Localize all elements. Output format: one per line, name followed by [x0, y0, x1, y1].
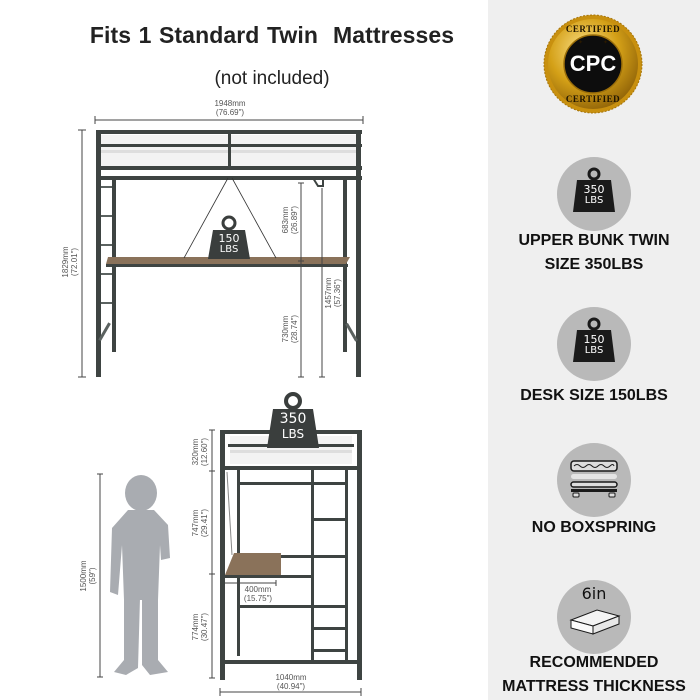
- middle-dimension: 747mm(29.41"): [191, 508, 209, 538]
- desk-depth-dimension: 400mm(15.75"): [243, 585, 273, 603]
- page-subtitle: (not included): [214, 68, 330, 89]
- child-height-dimension: 1500mm(59"): [79, 560, 97, 592]
- lower-dimension: 774mm(30.47"): [191, 612, 209, 642]
- front-view-diagram: [78, 116, 364, 378]
- diagram-panel: Fits 1 Standard Twin Mattresses (not inc…: [61, 22, 455, 696]
- page-title: Fits 1 Standard Twin Mattresses: [89, 22, 455, 48]
- side-depth-dimension: 1040mm(40.94"): [275, 673, 307, 691]
- features-panel: ✦ ✦ CERTIFIED CPC CERTIFIED 350 LBS UPPE…: [488, 0, 700, 700]
- upper-bunk-weight-label: UPPER BUNK TWIN SIZE 350LBS: [518, 232, 670, 273]
- no-boxspring-label: NO BOXSPRING: [531, 519, 657, 536]
- svg-text:✦: ✦: [578, 39, 583, 46]
- child-silhouette-icon: [110, 475, 170, 675]
- svg-text:✦: ✦: [603, 39, 608, 46]
- desk-weight-label: DESK SIZE 150LBS: [520, 387, 668, 404]
- desk-weight-feature-icon: 150 LBS: [557, 307, 631, 381]
- upper-bunk-weight-icon: 350 LBS: [557, 157, 631, 231]
- front-width-dimension: 1948mm(76.69"): [214, 99, 246, 117]
- side-view-diagram: [97, 429, 362, 696]
- mattress-thickness-icon: 6in: [557, 580, 631, 654]
- desk-weight-icon: 150 LBS: [207, 215, 251, 260]
- no-boxspring-icon: [557, 443, 631, 517]
- mattress-thickness-label: RECOMMENDED MATTRESS THICKNESS: [502, 654, 686, 695]
- cpc-certified-badge: ✦ ✦ CERTIFIED CPC CERTIFIED: [543, 14, 643, 114]
- guardrail-dimension: 320mm(12.60"): [191, 437, 209, 467]
- bunk-weight-icon: 350 LBS: [265, 392, 321, 448]
